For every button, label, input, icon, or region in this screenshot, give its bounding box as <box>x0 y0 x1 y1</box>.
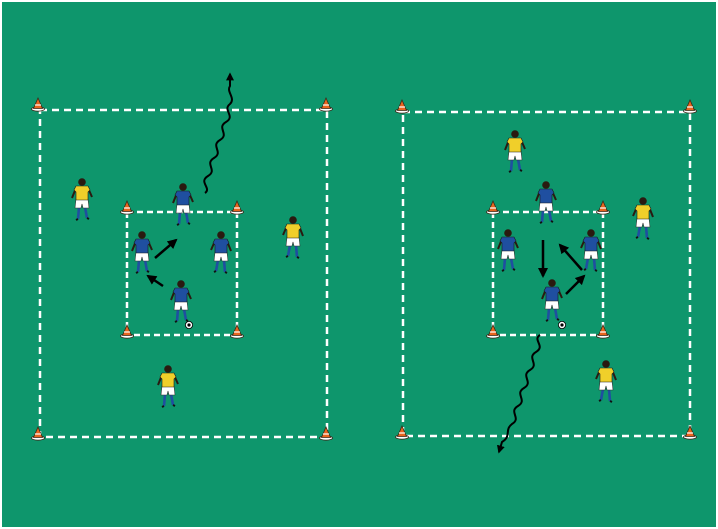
ball <box>558 321 565 328</box>
ball <box>185 321 192 328</box>
